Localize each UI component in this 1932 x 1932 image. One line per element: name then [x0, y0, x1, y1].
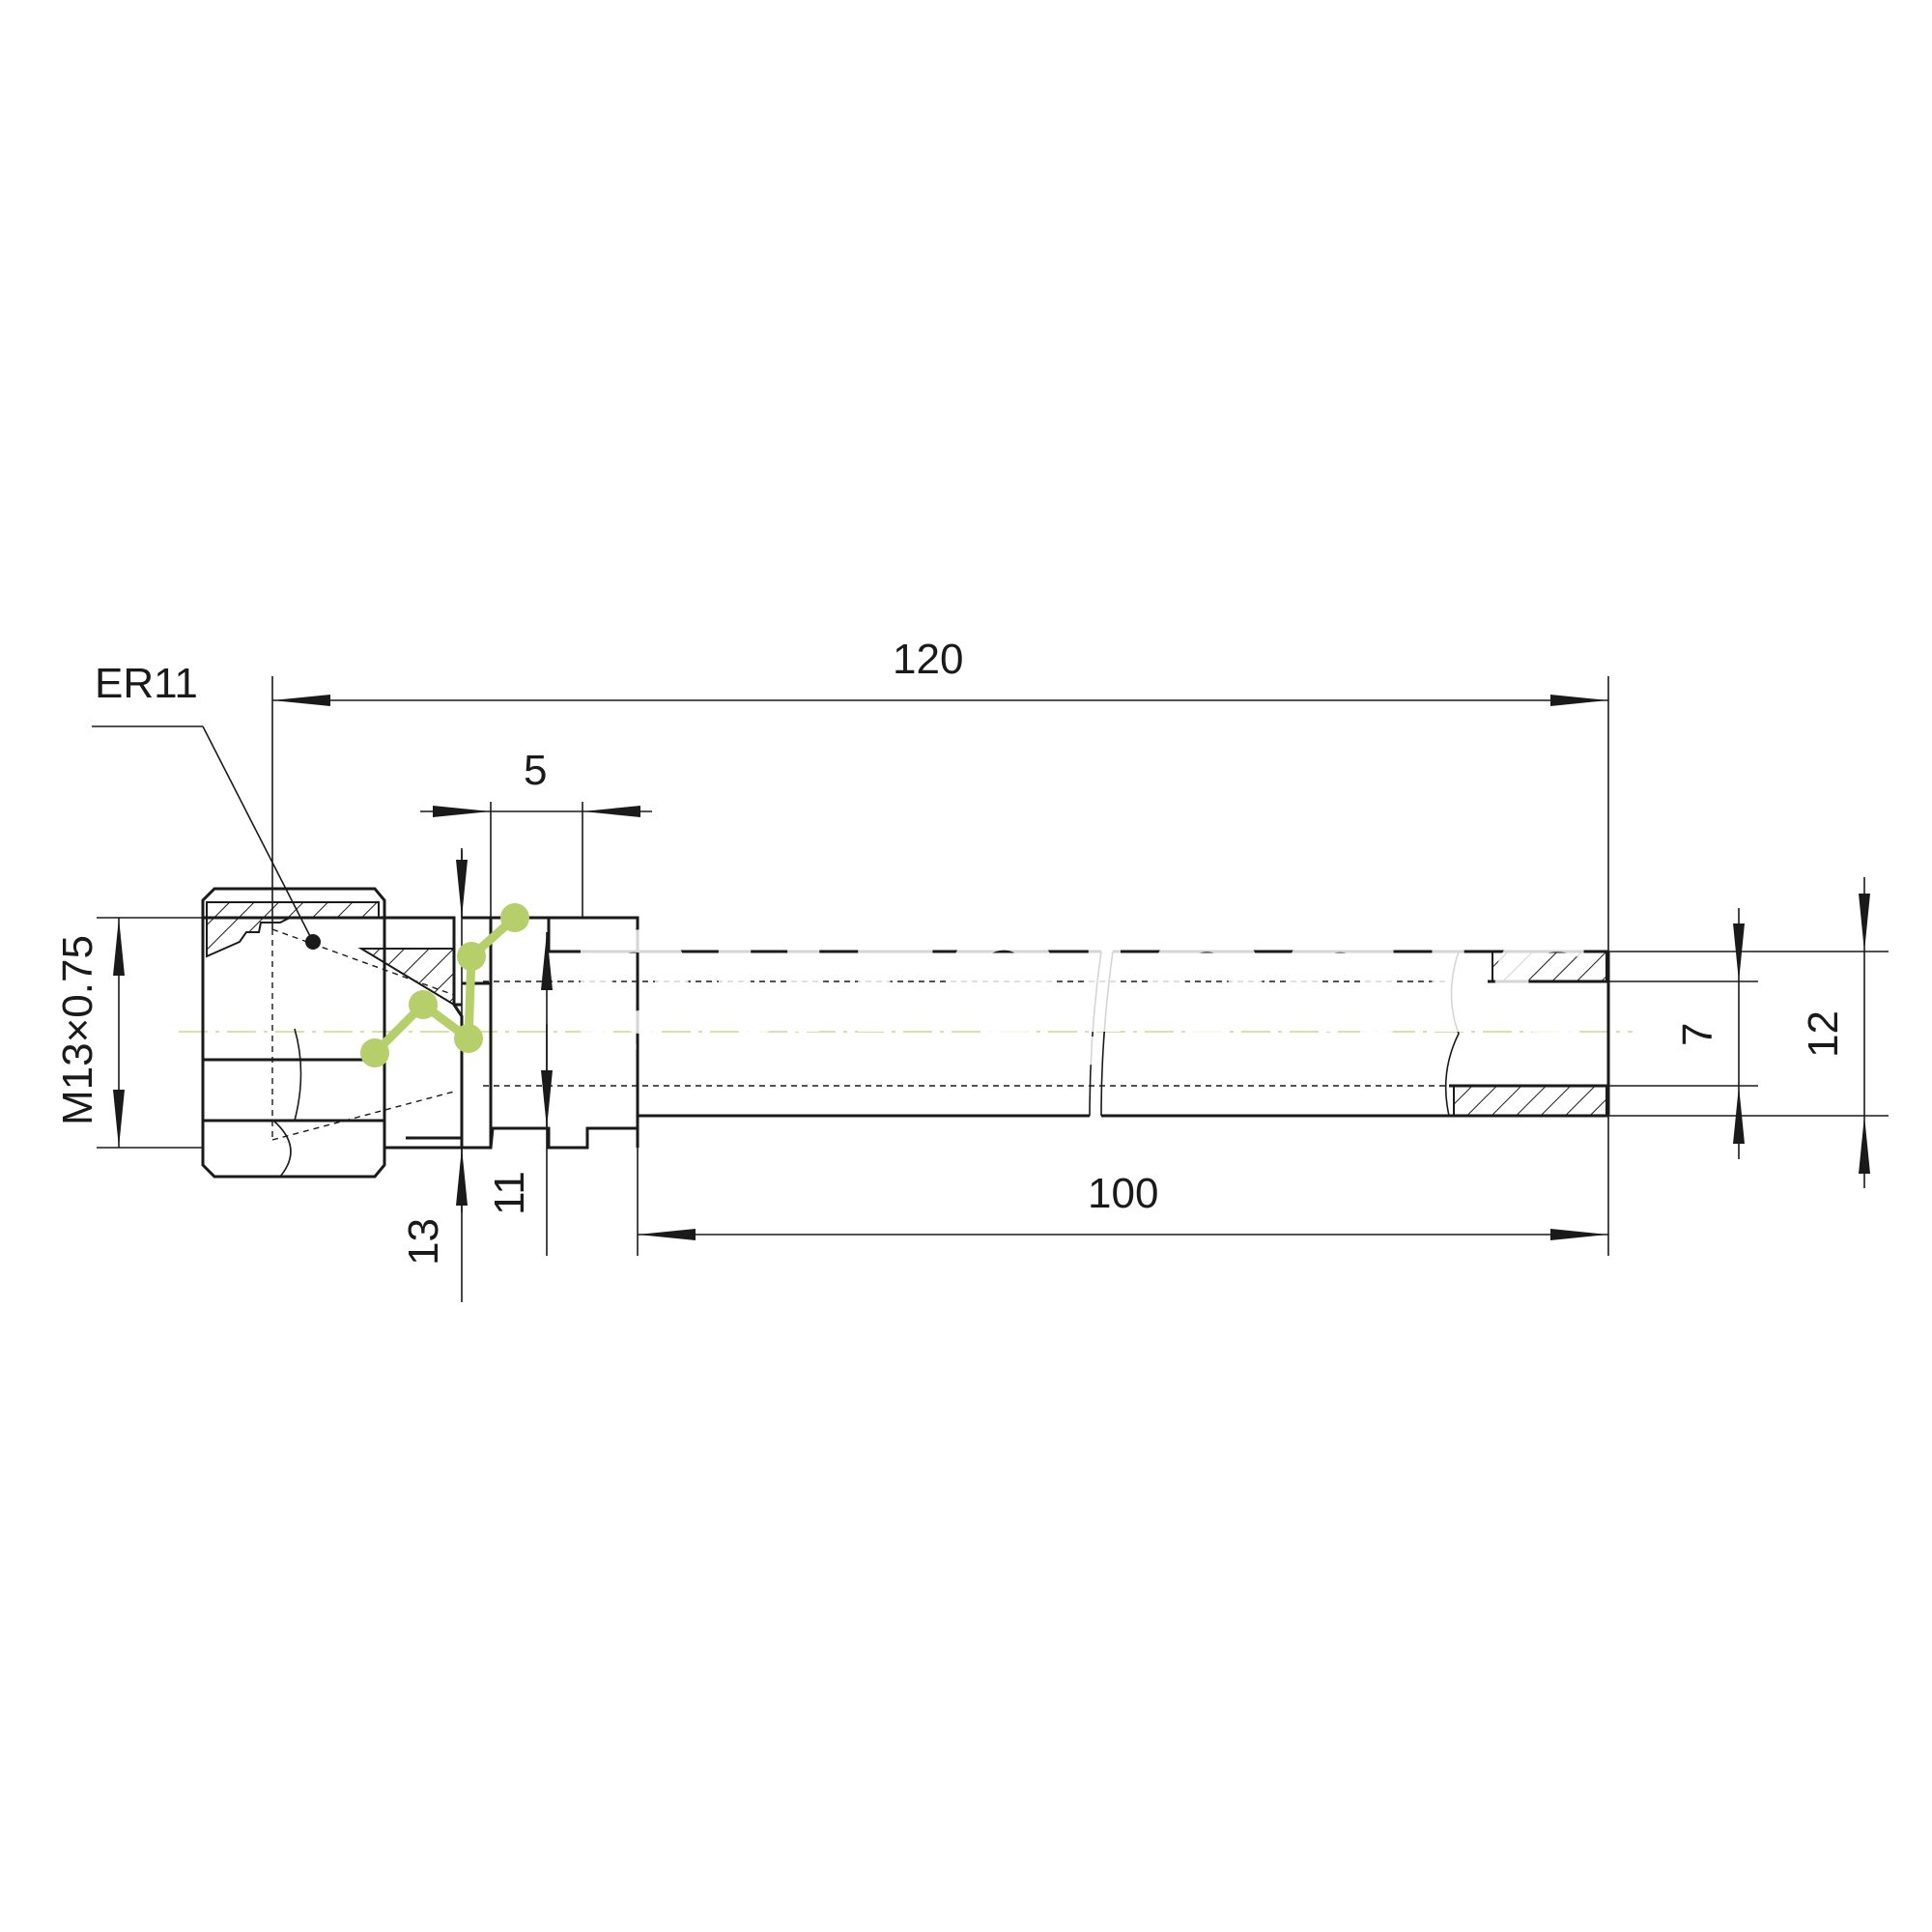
leader-er11	[92, 725, 314, 943]
label-er11: ER11	[95, 660, 198, 707]
label-11: 11	[486, 1171, 533, 1215]
shank	[483, 950, 1610, 1118]
label-7: 7	[1674, 1023, 1721, 1046]
label-5: 5	[524, 747, 547, 794]
dimension-7	[1608, 908, 1758, 1159]
label-thread: M13×0.75	[54, 935, 101, 1125]
label-120: 120	[893, 636, 963, 683]
watermark-tagline: research & development	[618, 1031, 1319, 1073]
watermark-brand: purelogic	[565, 862, 1604, 1075]
watermark-logo: purelogic research & development	[360, 862, 1604, 1075]
dimension-12	[1608, 877, 1889, 1188]
dimension-thread	[97, 917, 203, 1149]
label-100: 100	[1088, 1170, 1158, 1217]
dimension-5	[420, 802, 652, 918]
dimension-100	[637, 1116, 1609, 1256]
collet-nut	[201, 887, 455, 1179]
watermark-molecule-icon	[360, 903, 529, 1067]
dimension-120	[271, 676, 1609, 952]
label-12: 12	[1800, 1010, 1847, 1058]
label-13: 13	[400, 1218, 447, 1265]
